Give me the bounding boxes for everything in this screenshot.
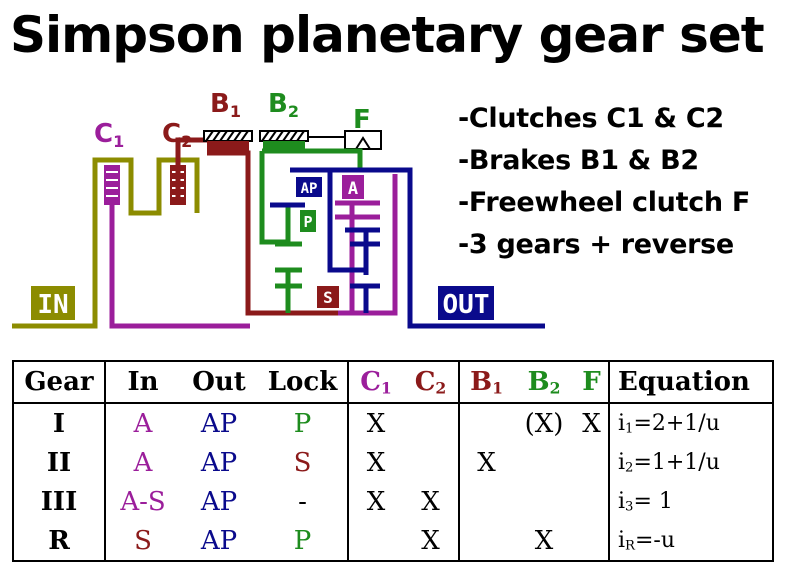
note-freewheel: -Freewheel clutch F (458, 187, 751, 218)
brake-b1-housing (203, 130, 253, 151)
cell-gear: III (13, 482, 106, 521)
table-row: I A AP P X (X) X i1=2+1/u (13, 403, 773, 443)
cell-gear: I (13, 403, 106, 443)
cell-f (575, 521, 610, 561)
cell-in: A (133, 447, 153, 478)
cell-b1 (459, 482, 513, 521)
planet-gears (270, 202, 380, 233)
table-header-row: Gear In Out Lock C1 C2 B1 B2 F Equation (13, 361, 773, 404)
annulus-a-gear (335, 200, 380, 220)
cell-f: X (575, 403, 610, 443)
cell-b1 (459, 403, 513, 443)
cell-equation: i3= 1 (618, 488, 673, 515)
input-shaft-olive (12, 157, 200, 329)
note-gears: -3 gears + reverse (458, 229, 734, 260)
cell-c1 (348, 521, 403, 561)
input-shaft-line (12, 157, 200, 329)
output-ap-navy (290, 167, 545, 329)
cell-c2: X (403, 482, 460, 521)
planet-p-label: P (303, 213, 312, 231)
col-gear: Gear (13, 361, 106, 404)
cell-c2: X (403, 521, 460, 561)
shaft-a-annulus (338, 174, 398, 316)
cell-lock: P (258, 403, 349, 443)
planet-p-box (300, 210, 316, 232)
cell-c2 (403, 443, 460, 482)
cell-f (575, 443, 610, 482)
col-b2: B2 (513, 361, 575, 404)
sun-s-box (317, 286, 339, 308)
table-row: II A AP S X X i2=1+1/u (13, 443, 773, 482)
cell-b2: X (534, 525, 554, 556)
cell-c1: X (366, 408, 386, 439)
cell-in: A-S (120, 486, 166, 517)
cell-b2 (513, 443, 575, 482)
table-row: R S AP P X X iR=-u (13, 521, 773, 561)
sun-shaft-s-maroon (175, 137, 338, 316)
cell-gear: R (13, 521, 106, 561)
feature-notes: -Clutches C1 & C2 -Brakes B1 & B2 -Freew… (458, 98, 750, 266)
label-b1: B1 (210, 89, 241, 121)
label-c1: C1 (94, 119, 124, 151)
freewheel-f (308, 130, 382, 150)
col-b1: B1 (459, 361, 513, 404)
cell-equation: i1=2+1/u (618, 410, 720, 437)
out-label: OUT (443, 290, 490, 320)
carrier-ap-label: AP (301, 181, 318, 197)
col-out: Out (180, 361, 258, 404)
cell-in: S (134, 525, 152, 556)
cell-f (575, 482, 610, 521)
in-label-box (31, 286, 75, 320)
page-title: Simpson planetary gear set (10, 6, 765, 64)
annulus-a-box (342, 175, 364, 199)
brake-b2-housing (259, 130, 309, 151)
sun-shaft-s-line (175, 137, 338, 316)
cell-out: AP (200, 408, 238, 439)
col-in: In (105, 361, 180, 404)
cell-in: A (133, 408, 153, 439)
cell-gear: II (13, 443, 106, 482)
in-label: IN (37, 290, 68, 320)
cell-out: AP (200, 525, 238, 556)
annulus-a-label: A (348, 179, 358, 199)
table-row: III A-S AP - X X i3= 1 (13, 482, 773, 521)
cell-b1: X (477, 447, 496, 478)
cell-lock: S (258, 443, 349, 482)
cell-out: AP (200, 486, 238, 517)
shaft-a-purple (109, 174, 398, 329)
col-f: F (575, 361, 610, 404)
cell-c2 (403, 403, 460, 443)
cell-c1: X (366, 447, 386, 478)
cell-b2 (513, 482, 575, 521)
output-ap-line (290, 167, 545, 329)
cell-b2: (X) (524, 408, 564, 439)
note-brakes: -Brakes B1 & B2 (458, 145, 699, 176)
label-f: F (353, 105, 371, 135)
label-c2: C2 (162, 119, 192, 151)
cell-c1: X (366, 486, 386, 517)
out-label-box (438, 286, 494, 320)
carrier-ap-box (296, 177, 322, 197)
gear-diagram: IN A S (12, 89, 545, 329)
note-clutches: -Clutches C1 & C2 (458, 103, 724, 134)
cell-equation: i2=1+1/u (618, 449, 720, 476)
col-c2: C2 (403, 361, 460, 404)
col-c1: C1 (348, 361, 403, 404)
label-b2: B2 (268, 89, 299, 121)
cell-out: AP (200, 447, 238, 478)
col-equation: Equation (609, 361, 773, 404)
cell-lock: - (258, 482, 349, 521)
sun-s-label: S (323, 288, 333, 307)
cell-lock: P (258, 521, 349, 561)
cell-b1 (459, 521, 513, 561)
gear-table: Gear In Out Lock C1 C2 B1 B2 F Equation … (12, 360, 774, 562)
cell-equation: iR=-u (618, 527, 676, 554)
col-lock: Lock (258, 361, 349, 404)
shaft-a-line (109, 178, 250, 329)
